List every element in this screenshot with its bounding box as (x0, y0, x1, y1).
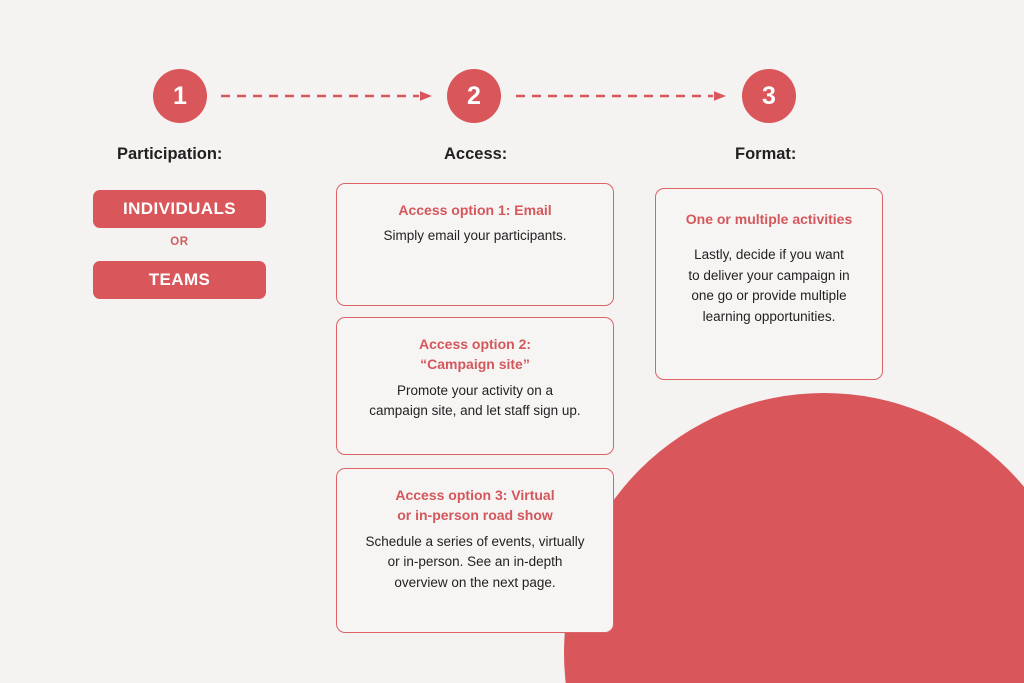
card-access-option-3-title: Access option 3: Virtual or in-person ro… (395, 487, 555, 524)
column-heading-access: Access: (444, 145, 508, 163)
participation-separator-or: OR (170, 236, 189, 248)
pill-teams[interactable]: TEAMS (93, 261, 266, 299)
arrow-step1-to-step2 (221, 91, 432, 101)
arrow-step2-to-step3 (516, 91, 726, 101)
card-access-option-3-body: Schedule a series of events, virtually o… (365, 533, 585, 590)
card-access-option-1-body: Simply email your participants. (383, 228, 567, 244)
step-circle-2: 2 (447, 69, 501, 123)
pill-individuals[interactable]: INDIVIDUALS (93, 190, 266, 228)
card-access-option-1: Access option 1: Email Simply email your… (336, 183, 614, 306)
card-access-option-2-body: Promote your activity on a campaign site… (369, 382, 581, 419)
card-access-option-2-title: Access option 2: “Campaign site” (418, 336, 532, 373)
card-access-option-1-title: Access option 1: Email (398, 202, 552, 218)
pill-teams-label: TEAMS (148, 270, 211, 289)
step-circle-3: 3 (742, 69, 796, 123)
card-format-activities-title: One or multiple activities (685, 211, 853, 227)
column-heading-participation: Participation: (117, 145, 223, 163)
column-heading-format: Format: (735, 145, 797, 163)
card-format-activities: One or multiple activities Lastly, decid… (655, 188, 883, 380)
card-access-option-3: Access option 3: Virtual or in-person ro… (336, 468, 614, 633)
step-number-2: 2 (467, 81, 481, 110)
card-access-option-2: Access option 2: “Campaign site” Promote… (336, 317, 614, 455)
pill-individuals-label: INDIVIDUALS (122, 199, 237, 218)
corner-arc-decoration (564, 393, 1024, 683)
card-format-activities-body: Lastly, decide if you want to deliver yo… (688, 247, 850, 324)
step-number-1: 1 (173, 81, 187, 110)
steps-row: 1 2 3 (0, 69, 1024, 123)
step-circle-1: 1 (153, 69, 207, 123)
step-number-3: 3 (762, 81, 776, 110)
